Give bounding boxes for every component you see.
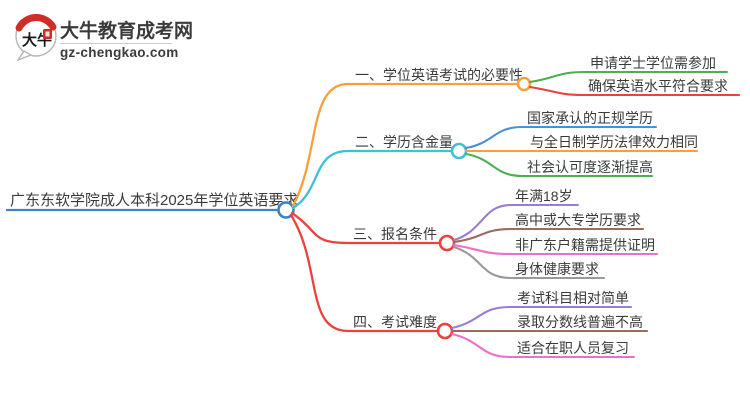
site-name: 大牛教育成考网 <box>60 19 193 42</box>
branch-node-label[interactable]: 四、考试难度 <box>353 314 437 330</box>
child-link <box>528 85 741 97</box>
branch-node-label[interactable]: 二、学历含金量 <box>355 134 453 150</box>
child-node-label[interactable]: 身体健康要求 <box>515 261 599 277</box>
child-node-label[interactable]: 高中或大专学历要求 <box>515 212 641 228</box>
child-node-label[interactable]: 国家承认的正规学历 <box>527 110 653 126</box>
child-node-label[interactable]: 确保英语水平符合要求 <box>588 78 728 94</box>
bubble-tail <box>16 50 33 62</box>
branch-link <box>291 149 453 210</box>
child-link <box>452 243 659 256</box>
branch-link <box>290 211 441 245</box>
child-node-label[interactable]: 非广东户籍需提供证明 <box>515 237 655 253</box>
child-link <box>450 332 636 359</box>
child-link <box>452 227 645 244</box>
child-node-label[interactable]: 与全日制学历法律效力相同 <box>530 134 698 150</box>
child-node-label[interactable]: 年满18岁 <box>515 188 573 204</box>
branch-collapse-handle[interactable] <box>436 322 454 340</box>
child-link <box>452 245 606 280</box>
branch-collapse-handle[interactable] <box>438 234 456 252</box>
site-url: gz-chengkao.com <box>60 45 179 60</box>
child-node-label[interactable]: 申请学士学位需参加 <box>590 55 716 71</box>
child-link <box>450 305 633 330</box>
child-node-label[interactable]: 录取分数线普遍不高 <box>517 314 643 330</box>
branch-link <box>291 82 519 208</box>
site-logo[interactable]: 大牛 大牛教育成考网 gz-chengkao.com <box>15 14 193 62</box>
branch-node-label[interactable]: 一、学位英语考试的必要性 <box>355 67 523 83</box>
child-link <box>464 152 654 178</box>
root-collapse-handle[interactable] <box>277 201 295 219</box>
logo-red-cap <box>15 14 57 32</box>
branch-link <box>289 213 439 333</box>
root-node-label[interactable]: 广东东软学院成人本科2025年学位英语要求 <box>10 191 298 209</box>
daniu-speech-bubble-icon: 大牛 <box>15 14 57 62</box>
child-link <box>528 70 729 84</box>
logo-seal-mark <box>45 31 50 37</box>
child-link <box>452 203 580 242</box>
branch-collapse-handle[interactable] <box>516 76 532 92</box>
branch-node-label[interactable]: 三、报名条件 <box>353 226 437 242</box>
child-node-label[interactable]: 适合在职人员复习 <box>517 340 629 356</box>
child-node-label[interactable]: 社会认可度逐渐提高 <box>527 159 653 175</box>
branch-collapse-handle[interactable] <box>450 142 468 160</box>
child-link <box>464 125 658 150</box>
child-node-label[interactable]: 考试科目相对简单 <box>517 290 629 306</box>
